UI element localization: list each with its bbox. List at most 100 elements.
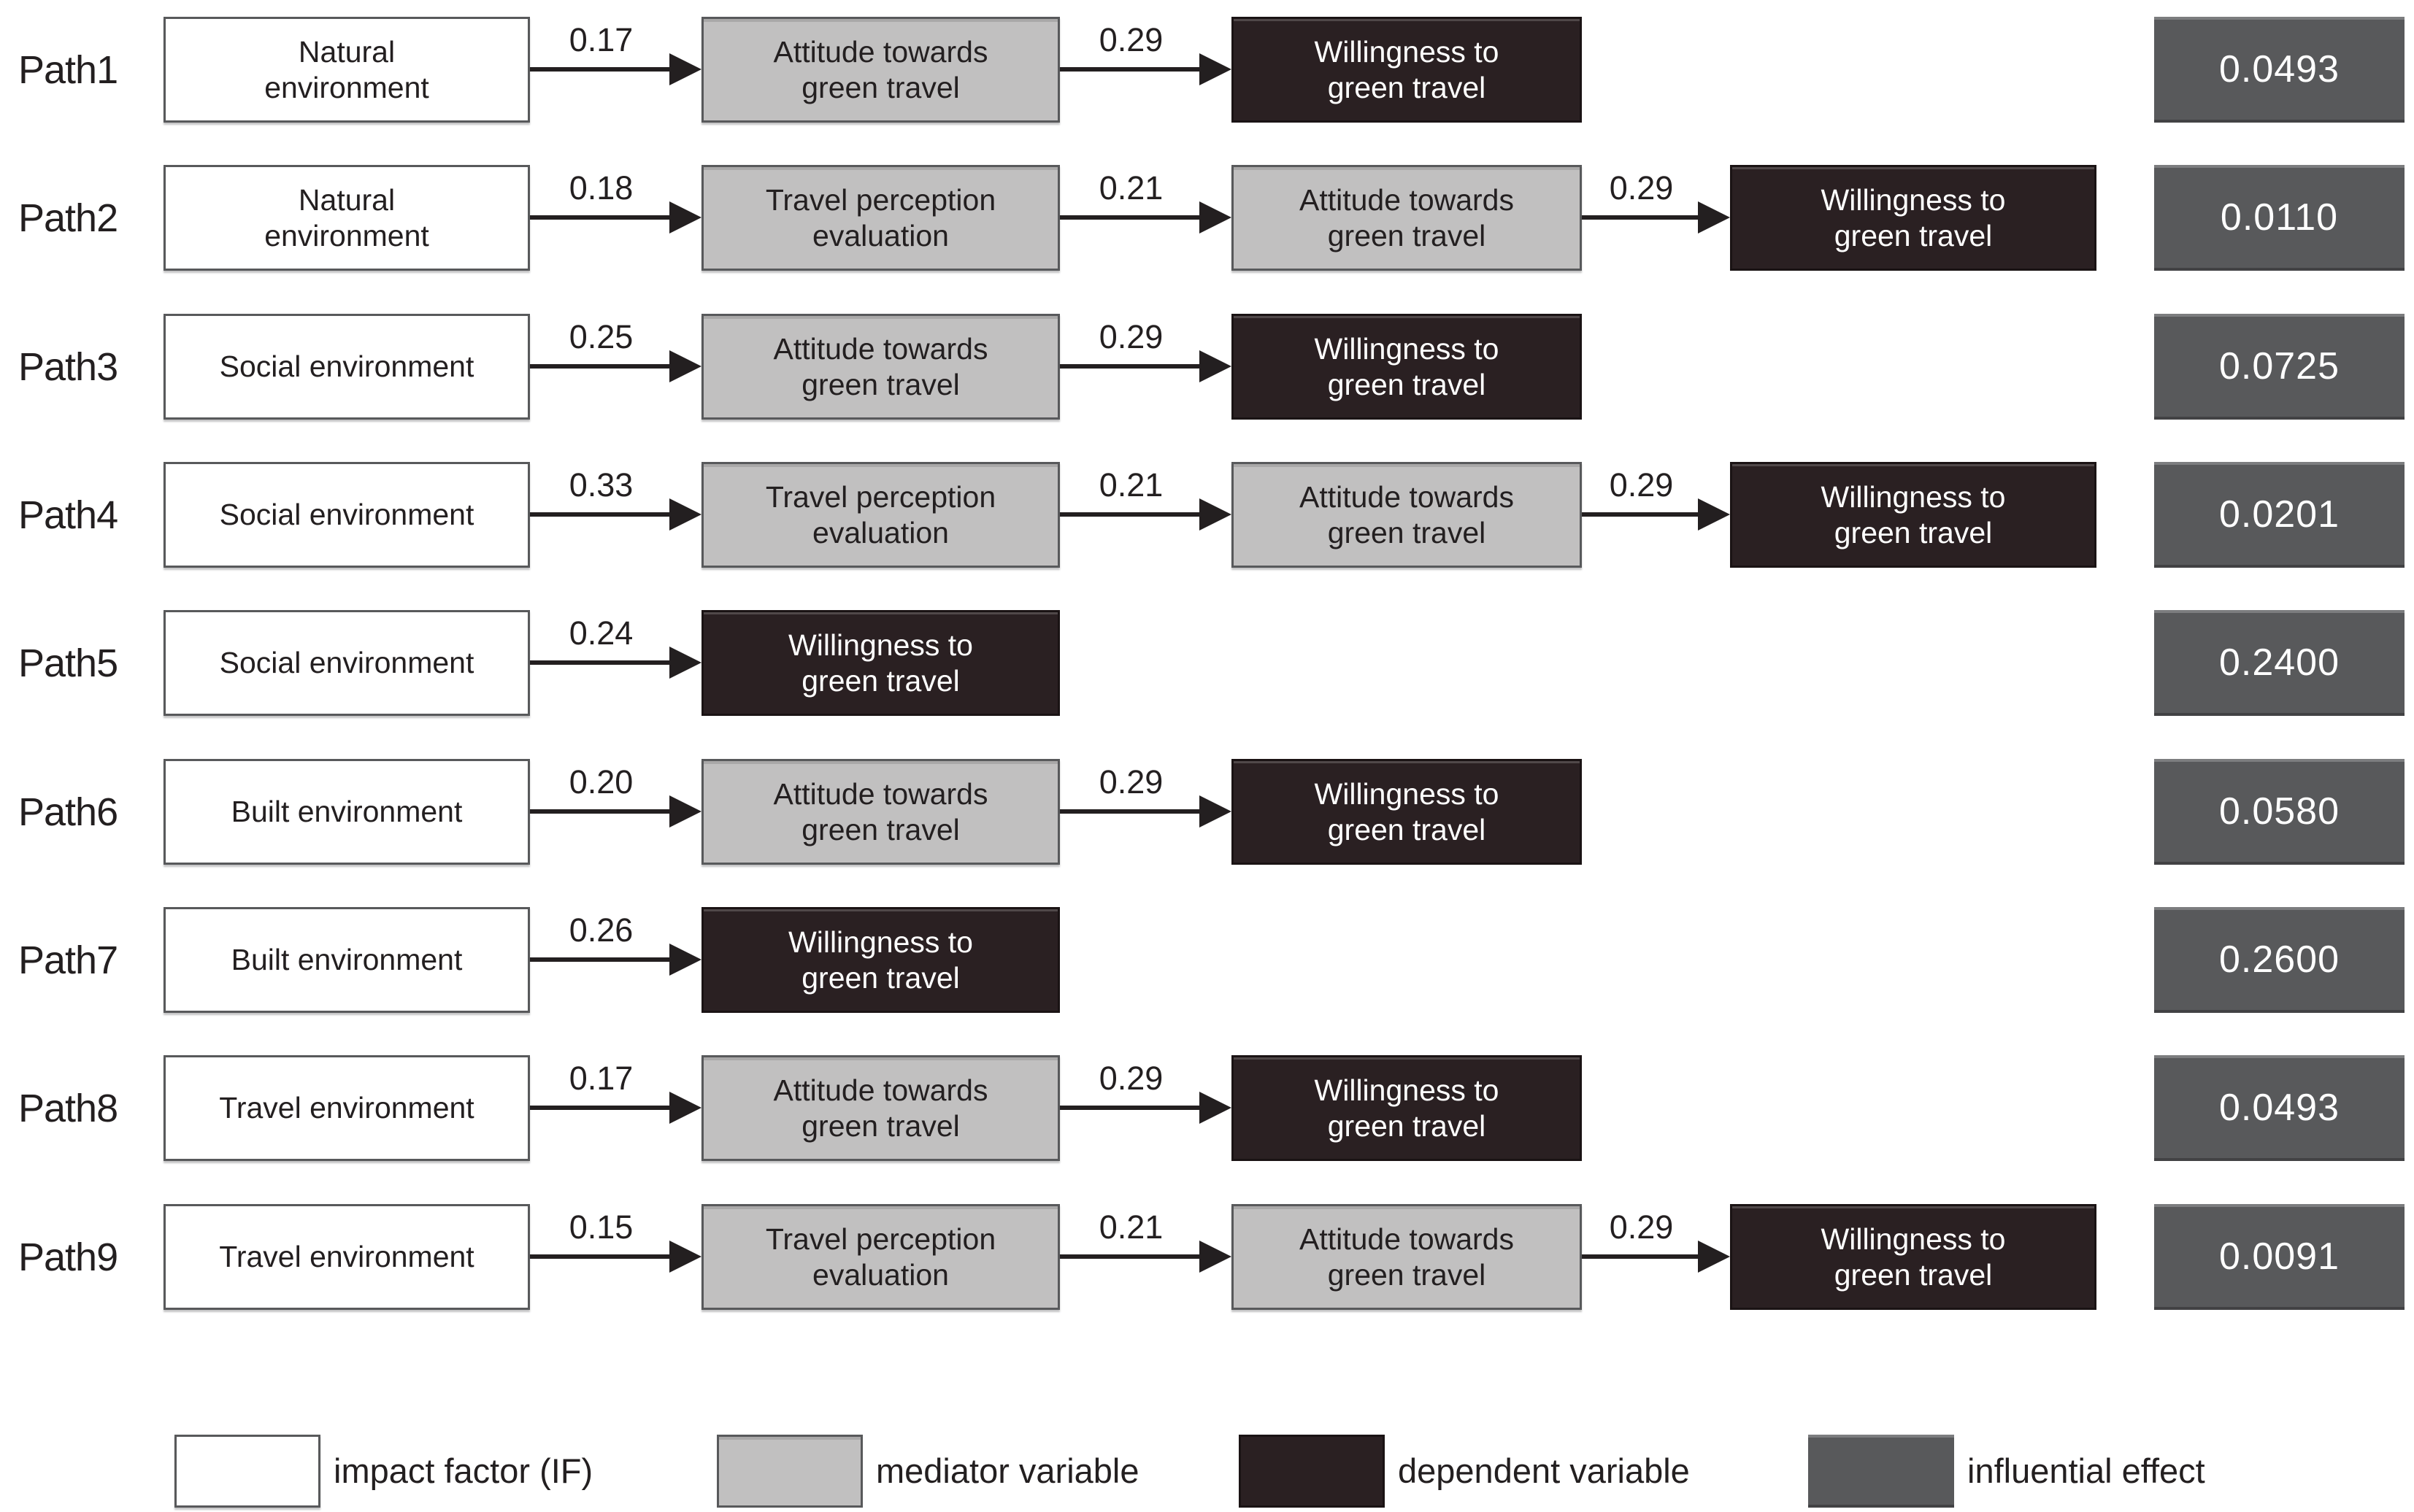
- coefficient-label: 0.26: [569, 911, 634, 949]
- effect-value-box: 0.2600: [2154, 907, 2405, 1013]
- arrow: 0.21: [1060, 165, 1231, 271]
- dependent-box: Willingness to green travel: [1231, 17, 1582, 123]
- arrow-shaft: [530, 512, 674, 517]
- mediator-box: Attitude towards green travel: [701, 17, 1060, 123]
- coefficient-label: 0.33: [569, 466, 634, 504]
- arrow-shaft: [530, 957, 674, 962]
- path-row-6: Path6 Built environment 0.20 Attitude to…: [0, 759, 2414, 865]
- mediator-box: Attitude towards green travel: [1231, 1204, 1582, 1310]
- arrow: 0.29: [1582, 462, 1730, 568]
- arrow-shaft: [1060, 215, 1204, 220]
- arrow-head-icon: [669, 201, 701, 234]
- coefficient-label: 0.29: [1609, 466, 1674, 504]
- coefficient-label: 0.20: [569, 763, 634, 801]
- arrow-head-icon: [1199, 201, 1231, 234]
- legend-item-dependent-variable: dependent variable: [1239, 1432, 1690, 1509]
- effect-value-box: 0.0725: [2154, 314, 2405, 420]
- arrow-shaft: [530, 809, 674, 814]
- arrow: 0.33: [530, 462, 701, 568]
- arrow-head-icon: [1698, 498, 1730, 531]
- arrow-shaft: [1060, 67, 1204, 72]
- legend: impact factor (IF) mediator variable dep…: [0, 1432, 2414, 1512]
- coefficient-label: 0.29: [1609, 1208, 1674, 1246]
- legend-label: influential effect: [1967, 1451, 2205, 1490]
- arrow-shaft: [530, 1106, 674, 1110]
- path-row-1: Path1 Natural environment 0.17 Attitude …: [0, 17, 2414, 123]
- arrow-shaft: [1060, 512, 1204, 517]
- coefficient-label: 0.17: [569, 1060, 634, 1097]
- impact-factor-box: Built environment: [164, 759, 530, 865]
- effect-value-box: 0.0580: [2154, 759, 2405, 865]
- legend-label: impact factor (IF): [334, 1451, 593, 1490]
- arrow-head-icon: [669, 1092, 701, 1124]
- arrow-shaft: [530, 1254, 674, 1259]
- arrow-shaft: [1582, 512, 1702, 517]
- arrow-shaft: [1582, 1254, 1702, 1259]
- path-row-8: Path8 Travel environment 0.17 Attitude t…: [0, 1055, 2414, 1161]
- dependent-box: Willingness to green travel: [701, 907, 1060, 1013]
- dependent-box: Willingness to green travel: [1730, 462, 2096, 568]
- path-label: Path9: [18, 1235, 118, 1279]
- coefficient-label: 0.29: [1099, 1060, 1164, 1097]
- mediator-box: Attitude towards green travel: [701, 314, 1060, 420]
- path-label: Path5: [18, 641, 118, 685]
- coefficient-label: 0.15: [569, 1208, 634, 1246]
- arrow: 0.29: [1060, 1055, 1231, 1161]
- arrow-shaft: [1582, 215, 1702, 220]
- path-label: Path7: [18, 938, 118, 982]
- path-row-9: Path9 Travel environment 0.15 Travel per…: [0, 1204, 2414, 1310]
- coefficient-label: 0.29: [1099, 318, 1164, 355]
- arrow-head-icon: [669, 647, 701, 679]
- coefficient-label: 0.29: [1609, 169, 1674, 207]
- arrow: 0.21: [1060, 1204, 1231, 1310]
- coefficient-label: 0.29: [1099, 21, 1164, 58]
- effect-value-box: 0.0493: [2154, 17, 2405, 123]
- coefficient-label: 0.21: [1099, 466, 1164, 504]
- arrow: 0.17: [530, 17, 701, 123]
- legend-label: dependent variable: [1398, 1451, 1690, 1490]
- dependent-box: Willingness to green travel: [1231, 314, 1582, 420]
- arrow: 0.26: [530, 907, 701, 1013]
- mediator-box: Attitude towards green travel: [1231, 165, 1582, 271]
- arrow-head-icon: [669, 944, 701, 976]
- path-row-4: Path4 Social environment 0.33 Travel per…: [0, 462, 2414, 568]
- legend-item-mediator-variable: mediator variable: [717, 1432, 1139, 1509]
- arrow: 0.17: [530, 1055, 701, 1161]
- effect-value-box: 0.0110: [2154, 165, 2405, 271]
- path-row-3: Path3 Social environment 0.25 Attitude t…: [0, 314, 2414, 420]
- dependent-box: Willingness to green travel: [1730, 165, 2096, 271]
- legend-item-impact-factor: impact factor (IF): [174, 1432, 593, 1509]
- path-row-7: Path7 Built environment 0.26 Willingness…: [0, 907, 2414, 1013]
- path-label: Path6: [18, 790, 118, 834]
- arrow: 0.24: [530, 610, 701, 716]
- arrow-head-icon: [1199, 1241, 1231, 1273]
- coefficient-label: 0.18: [569, 169, 634, 207]
- effect-value-box: 0.0091: [2154, 1204, 2405, 1310]
- arrow: 0.29: [1060, 759, 1231, 865]
- legend-swatch-dependent-variable: [1239, 1434, 1385, 1508]
- arrow-shaft: [1060, 809, 1204, 814]
- mediator-box: Attitude towards green travel: [1231, 462, 1582, 568]
- arrow: 0.21: [1060, 462, 1231, 568]
- legend-swatch-impact-factor: [174, 1434, 320, 1508]
- mediator-box: Attitude towards green travel: [701, 1055, 1060, 1161]
- arrow-shaft: [530, 67, 674, 72]
- dependent-box: Willingness to green travel: [1730, 1204, 2096, 1310]
- arrow-shaft: [530, 660, 674, 665]
- path-label: Path2: [18, 196, 118, 240]
- arrow-shaft: [530, 364, 674, 369]
- path-label: Path8: [18, 1086, 118, 1130]
- arrow-head-icon: [669, 1241, 701, 1273]
- arrow: 0.29: [1060, 17, 1231, 123]
- dependent-box: Willingness to green travel: [701, 610, 1060, 716]
- effect-value-box: 0.0201: [2154, 462, 2405, 568]
- arrow: 0.29: [1060, 314, 1231, 420]
- arrow-head-icon: [669, 53, 701, 85]
- mediator-box: Travel perception evaluation: [701, 462, 1060, 568]
- coefficient-label: 0.24: [569, 614, 634, 652]
- arrow-head-icon: [1698, 1241, 1730, 1273]
- path-label: Path1: [18, 47, 118, 92]
- legend-label: mediator variable: [876, 1451, 1139, 1490]
- coefficient-label: 0.25: [569, 318, 634, 355]
